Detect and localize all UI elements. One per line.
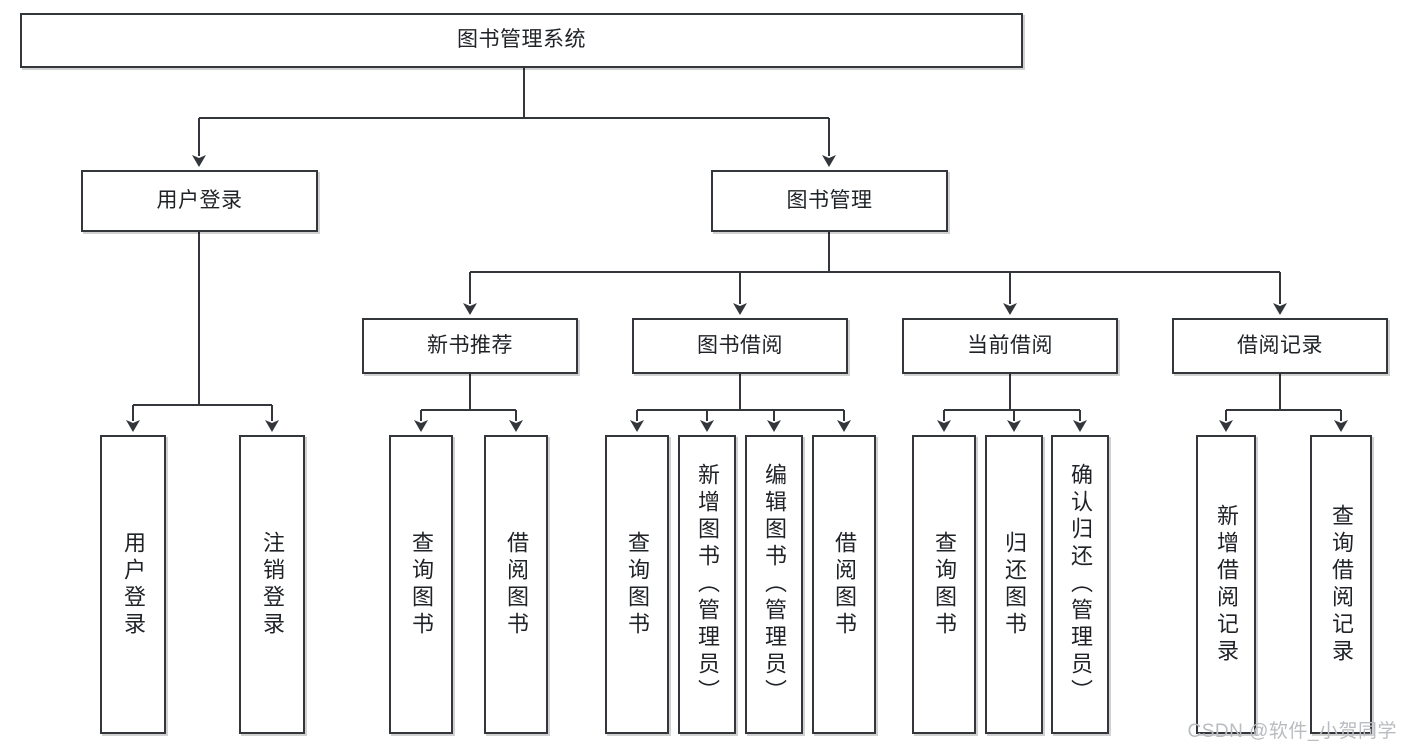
node-leaf-logout[interactable]: 注销登录 (239, 435, 305, 734)
node-leaf-query-book-3[interactable]: 查询图书 (912, 435, 976, 734)
node-new-book-recommend-label: 新书推荐 (427, 333, 513, 357)
node-leaf-return-book[interactable]: 归还图书 (985, 435, 1043, 734)
node-leaf-query-book-1-label: 查询图书 (409, 530, 434, 639)
node-leaf-borrow-book-1[interactable]: 借阅图书 (484, 435, 548, 734)
node-book-management-label: 图书管理 (786, 188, 873, 212)
node-leaf-logout-label: 注销登录 (260, 530, 285, 639)
node-book-borrow[interactable]: 图书借阅 (632, 318, 848, 374)
node-leaf-query-book-2[interactable]: 查询图书 (605, 435, 669, 734)
node-book-borrow-label: 图书借阅 (697, 333, 783, 357)
node-leaf-query-book-2-label: 查询图书 (625, 530, 650, 639)
node-root[interactable]: 图书管理系统 (20, 13, 1023, 68)
node-leaf-add-record[interactable]: 新增借阅记录 (1196, 435, 1256, 734)
node-current-borrow[interactable]: 当前借阅 (902, 318, 1118, 374)
node-leaf-return-book-label: 归还图书 (1002, 530, 1027, 639)
node-borrow-record[interactable]: 借阅记录 (1172, 318, 1388, 374)
node-borrow-record-label: 借阅记录 (1237, 333, 1323, 357)
node-leaf-add-book-label: 新增图书（管理员） (695, 463, 720, 706)
node-leaf-borrow-book-2[interactable]: 借阅图书 (812, 435, 876, 734)
node-leaf-add-record-label: 新增借阅记录 (1214, 503, 1239, 666)
node-current-borrow-label: 当前借阅 (967, 333, 1053, 357)
node-leaf-edit-book-label: 编辑图书（管理员） (762, 463, 787, 706)
node-user-login[interactable]: 用户登录 (81, 170, 318, 232)
node-leaf-query-record[interactable]: 查询借阅记录 (1310, 435, 1372, 734)
node-leaf-user-login[interactable]: 用户登录 (100, 435, 166, 734)
node-leaf-confirm-return[interactable]: 确认归还（管理员） (1051, 435, 1109, 734)
node-leaf-confirm-return-label: 确认归还（管理员） (1068, 463, 1093, 706)
node-leaf-query-record-label: 查询借阅记录 (1329, 503, 1354, 666)
node-leaf-query-book-3-label: 查询图书 (932, 530, 957, 639)
node-leaf-add-book[interactable]: 新增图书（管理员） (678, 435, 736, 734)
node-leaf-borrow-book-1-label: 借阅图书 (504, 530, 529, 639)
watermark: CSDN @软件_小贺同学 (1187, 721, 1397, 742)
node-leaf-borrow-book-2-label: 借阅图书 (832, 530, 857, 639)
node-user-login-label: 用户登录 (156, 188, 243, 212)
node-leaf-user-login-label: 用户登录 (121, 530, 146, 639)
node-root-label: 图书管理系统 (457, 28, 586, 52)
node-leaf-edit-book[interactable]: 编辑图书（管理员） (745, 435, 803, 734)
node-new-book-recommend[interactable]: 新书推荐 (362, 318, 578, 374)
node-leaf-query-book-1[interactable]: 查询图书 (389, 435, 453, 734)
node-book-management[interactable]: 图书管理 (711, 170, 948, 232)
